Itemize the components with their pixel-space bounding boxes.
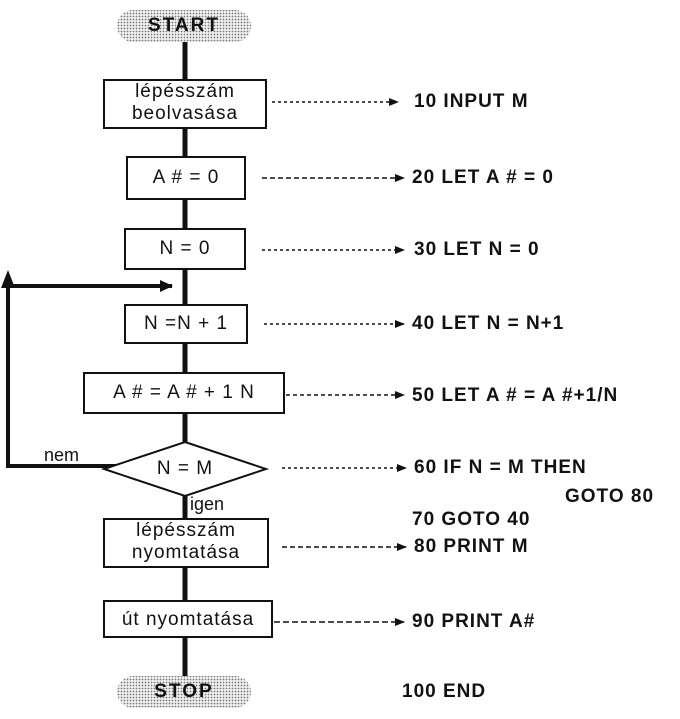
box-a-update — [83, 372, 285, 414]
box-n-increment — [124, 304, 248, 344]
code-line-60: 60 IF N = M THEN — [414, 457, 587, 478]
code-line-80: 80 PRINT M — [414, 536, 529, 557]
step-label-print-steps: lépésszám nyomtatása — [131, 520, 241, 563]
decision-label: N = M — [156, 458, 214, 479]
stop-terminal — [117, 676, 251, 708]
step-label-a-zero: A # = 0 — [152, 167, 220, 188]
box-print-steps — [103, 518, 269, 568]
box-n-zero — [124, 228, 246, 270]
step-label-print-path: út nyomtatása — [121, 609, 255, 630]
start-terminal — [117, 10, 251, 42]
code-line-60-goto: GOTO 80 — [565, 486, 655, 507]
box-read-steps — [103, 79, 267, 129]
step-label-n-zero: N = 0 — [159, 238, 211, 259]
code-line-40: 40 LET N = N+1 — [412, 313, 565, 334]
code-line-30: 30 LET N = 0 — [414, 239, 540, 260]
code-line-90: 90 PRINT A# — [412, 611, 536, 632]
loop-up-arrowhead — [1, 270, 15, 288]
stop-label: STOP — [154, 681, 214, 702]
code-line-50: 50 LET A # = A #+1/N — [412, 385, 619, 406]
box-a-zero — [126, 156, 246, 200]
code-line-70: 70 GOTO 40 — [412, 509, 531, 530]
box-print-path — [103, 600, 273, 638]
code-line-100: 100 END — [402, 681, 487, 702]
step-label-a-update: A # = A # + 1 N — [113, 382, 255, 403]
step-label-n-increment: N =N + 1 — [143, 313, 229, 334]
decision-diamond — [100, 440, 270, 498]
step-label-read: lépésszám beolvasása — [131, 81, 239, 124]
code-line-10: 10 INPUT M — [414, 91, 529, 112]
edge-label-no: nem — [44, 445, 80, 465]
start-label: START — [148, 15, 220, 36]
edge-label-yes: igen — [190, 494, 225, 514]
code-line-20: 20 LET A # = 0 — [412, 167, 554, 188]
